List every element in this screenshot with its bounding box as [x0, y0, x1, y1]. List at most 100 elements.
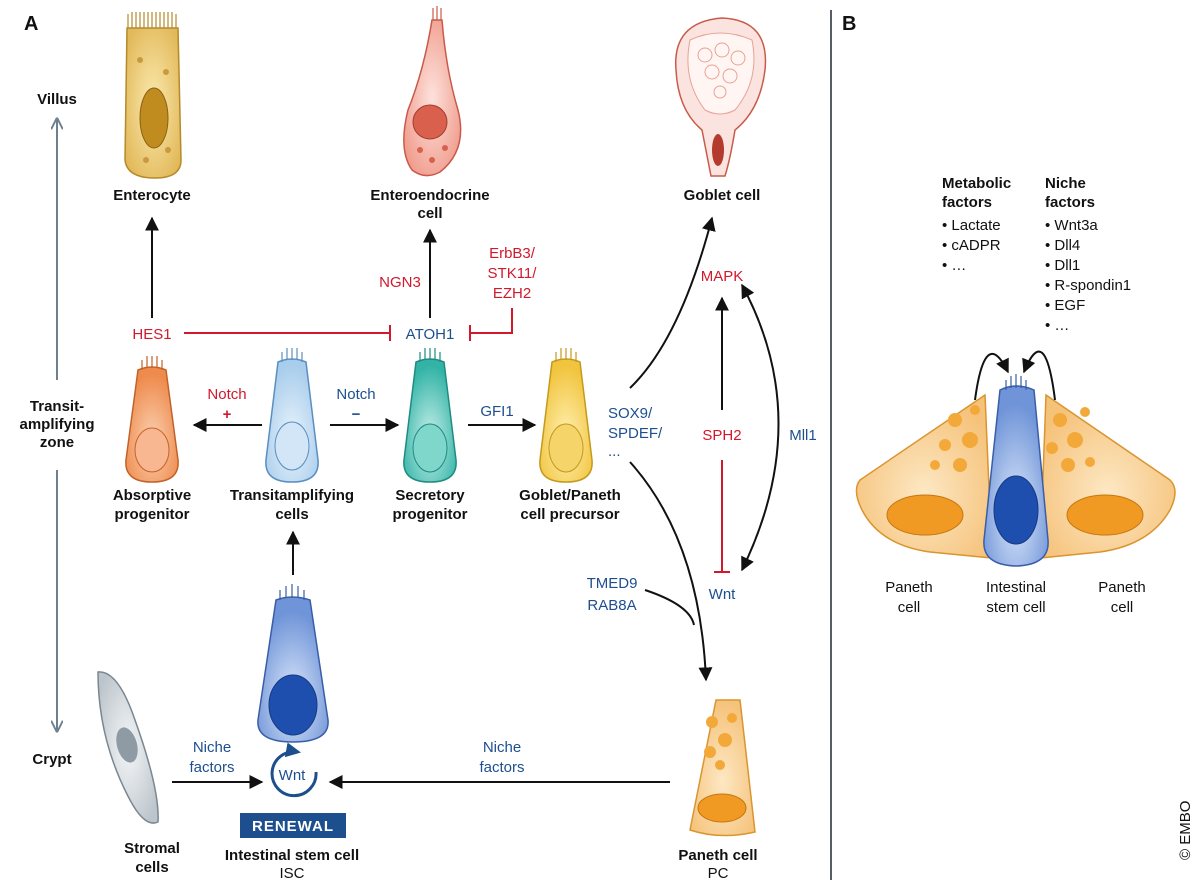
label-enterocyte: Enterocyte [113, 187, 191, 204]
arrow-precursor-to-goblet [629, 216, 716, 389]
renewal-label: RENEWAL [252, 818, 334, 835]
svg-text:• cADPR: • cADPR [942, 237, 1001, 254]
label-spdef: SPDEF/ [608, 425, 663, 442]
svg-text:• …: • … [1045, 317, 1069, 334]
svg-text:• EGF: • EGF [1045, 297, 1085, 314]
tmed9-rab8a-connector [644, 589, 695, 626]
label-stk11: STK11/ [488, 265, 538, 282]
label-tmed9: TMED9 [587, 575, 638, 592]
label-b-paneth-left-1: Paneth [885, 579, 933, 596]
svg-text:• Wnt3a: • Wnt3a [1045, 217, 1098, 234]
label-metabolic-2: factors [942, 194, 992, 211]
metabolic-item: … [951, 257, 966, 274]
label-b-stem-1: Intestinal [986, 579, 1046, 596]
enterocyte-cell-illustration [124, 12, 182, 179]
svg-text:• R-spondin1: • R-spondin1 [1045, 277, 1131, 294]
label-transit-2: cells [275, 506, 308, 523]
label-atoh1: ATOH1 [406, 326, 455, 343]
panel-b-right-paneth-cell [1039, 393, 1176, 559]
label-wnt: Wnt [709, 586, 737, 603]
label-niche-right-1: Niche [483, 739, 521, 756]
label-enteroendocrine-2: cell [417, 205, 442, 222]
axis-villus: Villus [37, 91, 77, 108]
label-b-paneth-right-2: cell [1111, 599, 1134, 616]
label-b-paneth-left-2: cell [898, 599, 921, 616]
label-absorptive-2: progenitor [115, 506, 190, 523]
label-sph2: SPH2 [702, 427, 741, 444]
renewal-banner [240, 813, 346, 838]
panel-b-left-paneth-cell [855, 393, 993, 559]
niche-item: Dll1 [1054, 257, 1080, 274]
svg-text:• Dll1: • Dll1 [1045, 257, 1080, 274]
label-niche-b-2: factors [1045, 194, 1095, 211]
svg-text:• Dll4: • Dll4 [1045, 237, 1080, 254]
label-b-stem-2: stem cell [986, 599, 1045, 616]
label-isc-2: ISC [279, 865, 304, 882]
paneth-cell-illustration [689, 699, 756, 837]
label-niche-b-1: Niche [1045, 175, 1086, 192]
label-niche-right-2: factors [479, 759, 524, 776]
panel-b-right-niche-arrow [1022, 350, 1056, 401]
label-stromal-1: Stromal [124, 840, 180, 857]
label-secretory-2: progenitor [393, 506, 468, 523]
absorptive-progenitor-illustration [125, 356, 179, 483]
label-notch-minus: − [352, 406, 361, 423]
axis-transit-1: Transit- [30, 398, 84, 415]
niche-item: Wnt3a [1054, 217, 1098, 234]
mll1-mapk-wnt-arrow [741, 283, 780, 572]
axis-transit-2: amplifying [19, 416, 94, 433]
label-isc-1: Intestinal stem cell [225, 847, 359, 864]
goblet-cell-illustration [674, 17, 767, 177]
svg-text:• Lactate: • Lactate [942, 217, 1001, 234]
label-niche-left-2: factors [189, 759, 234, 776]
label-paneth-2: PC [708, 865, 729, 882]
copyright-label: © EMBO [1177, 801, 1194, 860]
arrow-precursor-to-paneth [629, 461, 713, 682]
label-sox9: SOX9/ [608, 405, 653, 422]
svg-text:• …: • … [942, 257, 966, 274]
label-ngn3: NGN3 [379, 274, 421, 291]
label-niche-left-1: Niche [193, 739, 231, 756]
erbb3-inhibits-atoh1 [470, 308, 513, 334]
label-secretory-1: Secretory [395, 487, 465, 504]
label-ezh2: EZH2 [493, 285, 531, 302]
label-notch-left: Notch [207, 386, 246, 403]
enteroendocrine-cell-illustration [403, 6, 462, 177]
secretory-progenitor-illustration [403, 348, 457, 483]
label-erbb3: ErbB3/ [489, 245, 536, 262]
label-stromal-2: cells [135, 859, 168, 876]
label-gfi1: GFI1 [480, 403, 513, 420]
label-rab8a: RAB8A [587, 597, 636, 614]
panel-b-left-niche-arrow [974, 352, 1009, 401]
wnt-renewal-cycle: Wnt [270, 742, 318, 798]
transit-amplifying-illustration [265, 348, 319, 483]
wnt-cycle-label: Wnt [279, 767, 307, 784]
stromal-cell-illustration [97, 671, 159, 824]
label-precursor-ellipsis: ... [608, 443, 621, 460]
label-enteroendocrine-1: Enteroendocrine [370, 187, 489, 204]
intestinal-stem-cell-illustration [257, 584, 329, 743]
metabolic-item: Lactate [951, 217, 1000, 234]
label-notch-plus: + [223, 406, 232, 423]
goblet-paneth-precursor-illustration [539, 348, 593, 483]
axis-crypt: Crypt [32, 751, 71, 768]
panel-label-b: B [842, 13, 856, 35]
niche-item: … [1054, 317, 1069, 334]
label-precursor-1: Goblet/Paneth [519, 487, 621, 504]
label-transit-1: Transitamplifying [230, 487, 354, 504]
panel-label-a: A [24, 13, 38, 35]
niche-factor-list: • Wnt3a • Dll4 • Dll1 • R-spondin1 • EGF… [1045, 217, 1131, 334]
label-notch-right: Notch [336, 386, 375, 403]
label-metabolic-1: Metabolic [942, 175, 1011, 192]
metabolic-factor-list: • Lactate • cADPR • … [942, 217, 1001, 274]
axis-transit-3: zone [40, 434, 74, 451]
label-absorptive-1: Absorptive [113, 487, 191, 504]
panel-b-stem-cell [983, 374, 1049, 567]
label-mll1: Mll1 [789, 427, 817, 444]
label-b-paneth-right-1: Paneth [1098, 579, 1146, 596]
label-mapk: MAPK [701, 268, 744, 285]
label-goblet: Goblet cell [684, 187, 761, 204]
niche-item: R-spondin1 [1054, 277, 1131, 294]
niche-item: EGF [1054, 297, 1085, 314]
